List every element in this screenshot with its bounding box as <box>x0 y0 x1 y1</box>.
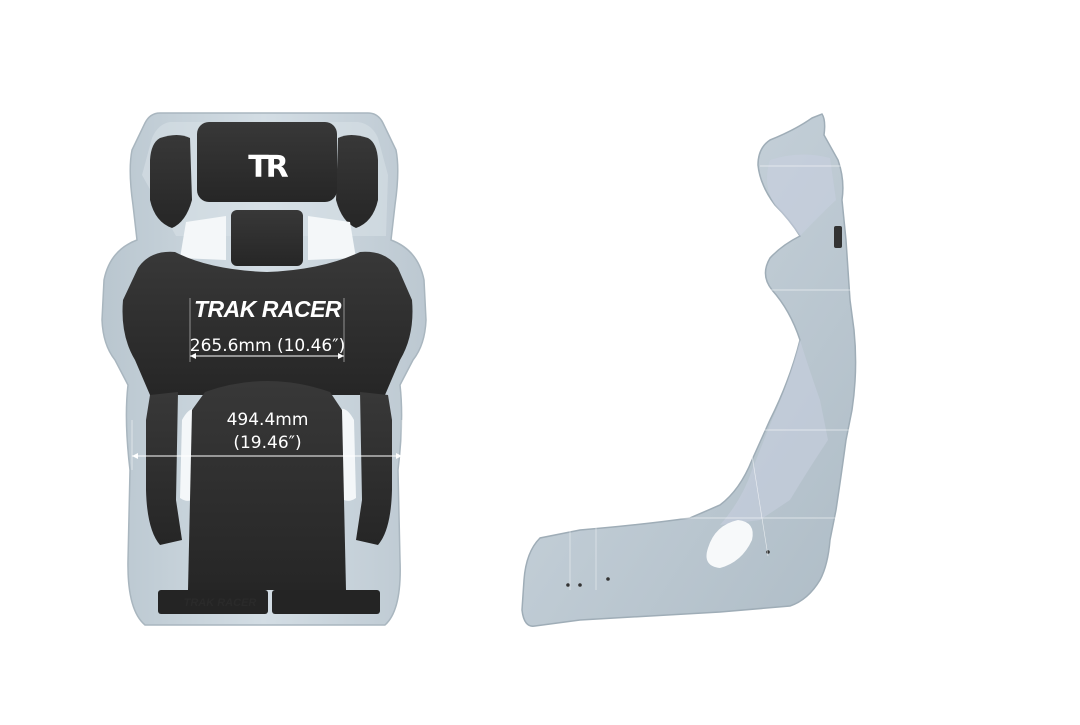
right-bolster-pad <box>356 392 392 545</box>
side-harness-cutout <box>706 520 753 568</box>
mount-hole <box>578 583 582 587</box>
shoulder-width-label: 265.6mm (10.46″) <box>189 336 346 356</box>
mount-hole <box>766 550 770 554</box>
side-edge-slot <box>834 226 842 248</box>
back-pad <box>122 251 413 395</box>
front-view <box>101 112 427 626</box>
left-bolster-pad <box>146 392 182 545</box>
right-head-wing-pad <box>336 135 378 228</box>
tr-logo: TR <box>248 150 289 185</box>
harness-slot-pad <box>231 210 303 266</box>
mount-hole <box>566 583 570 587</box>
left-head-wing-pad <box>150 135 192 228</box>
left-upper-slot <box>180 216 226 260</box>
seat-cushion-pad <box>188 381 346 590</box>
brand-text: TRAK RACER <box>193 296 342 322</box>
head-pad <box>197 122 337 202</box>
seat-base-right <box>272 590 380 614</box>
seat-base-left <box>158 590 268 614</box>
seat-width-label-mm: 494.4mm <box>226 410 309 430</box>
side-view <box>521 113 862 627</box>
mount-hole <box>606 577 610 581</box>
seat-width-label-in: (19.46″) <box>233 433 302 453</box>
right-upper-slot <box>308 216 356 260</box>
base-emboss-text: TRAK RACER <box>183 597 257 609</box>
side-inner-surface <box>720 154 836 525</box>
